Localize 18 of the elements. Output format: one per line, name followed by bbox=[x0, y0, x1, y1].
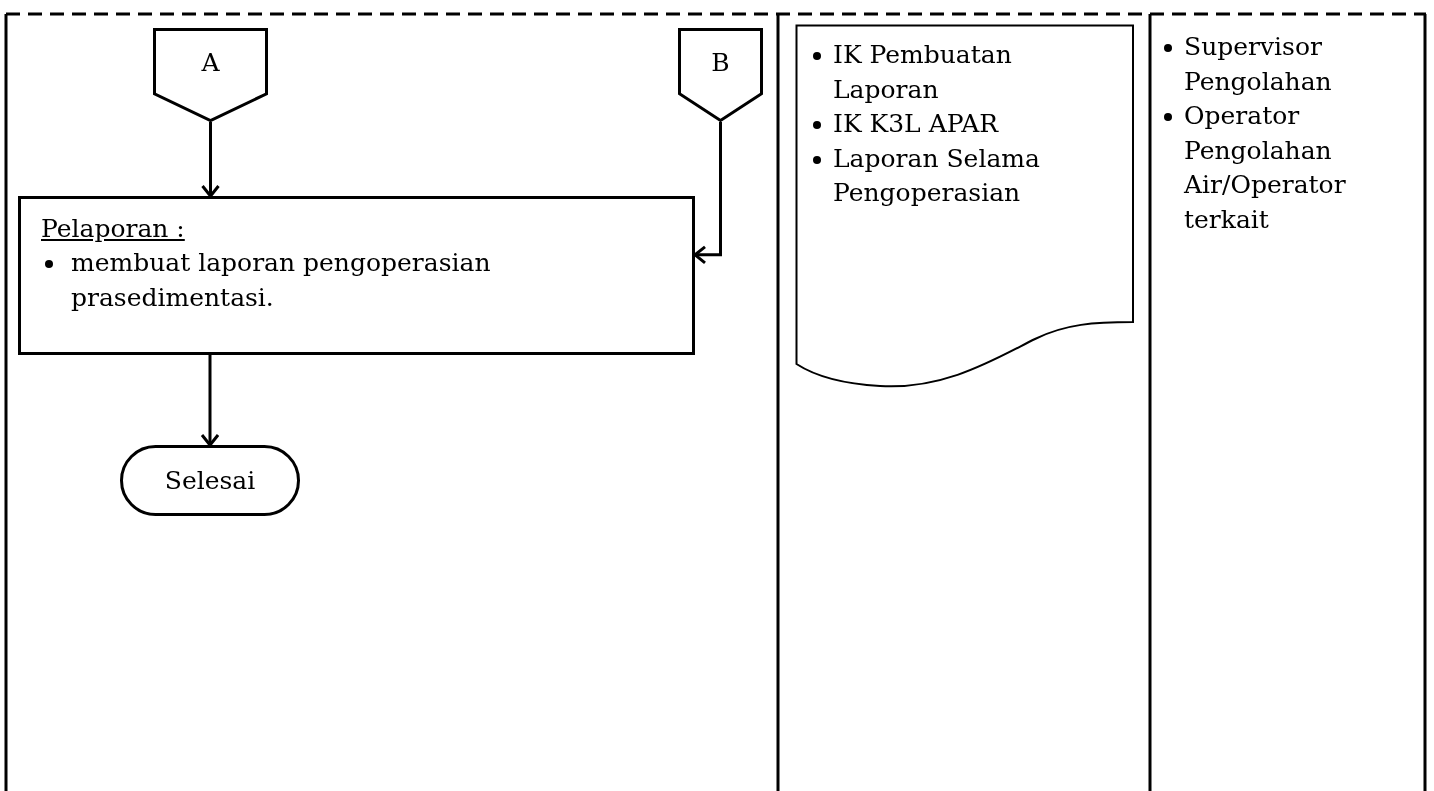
list-item: IK Pembuatan Laporan bbox=[833, 40, 1012, 104]
arrow bbox=[693, 122, 722, 265]
process-box bbox=[18, 196, 695, 355]
off-page-connector bbox=[153, 28, 268, 122]
terminator-label: Selesai bbox=[164, 466, 256, 495]
step-heading: Pelaporan : bbox=[41, 213, 185, 245]
list-item: IK K3L APAR bbox=[833, 109, 999, 138]
arrow bbox=[201, 122, 220, 198]
list-item: Operator Pengolahan Air/Operator terkait bbox=[1184, 101, 1346, 234]
arrow bbox=[200, 355, 220, 447]
off-page-connector bbox=[678, 28, 763, 122]
document-shape bbox=[795, 24, 1135, 390]
list-item: Supervisor Pengolahan bbox=[1184, 32, 1332, 96]
connector-label: A bbox=[201, 48, 220, 79]
connector-label: B bbox=[711, 48, 730, 79]
list-item: Laporan Selama Pengoperasian bbox=[833, 143, 1040, 207]
list-item: membuat laporan pengoperasian prasedimentasi. bbox=[71, 248, 491, 312]
terminator bbox=[120, 445, 300, 516]
